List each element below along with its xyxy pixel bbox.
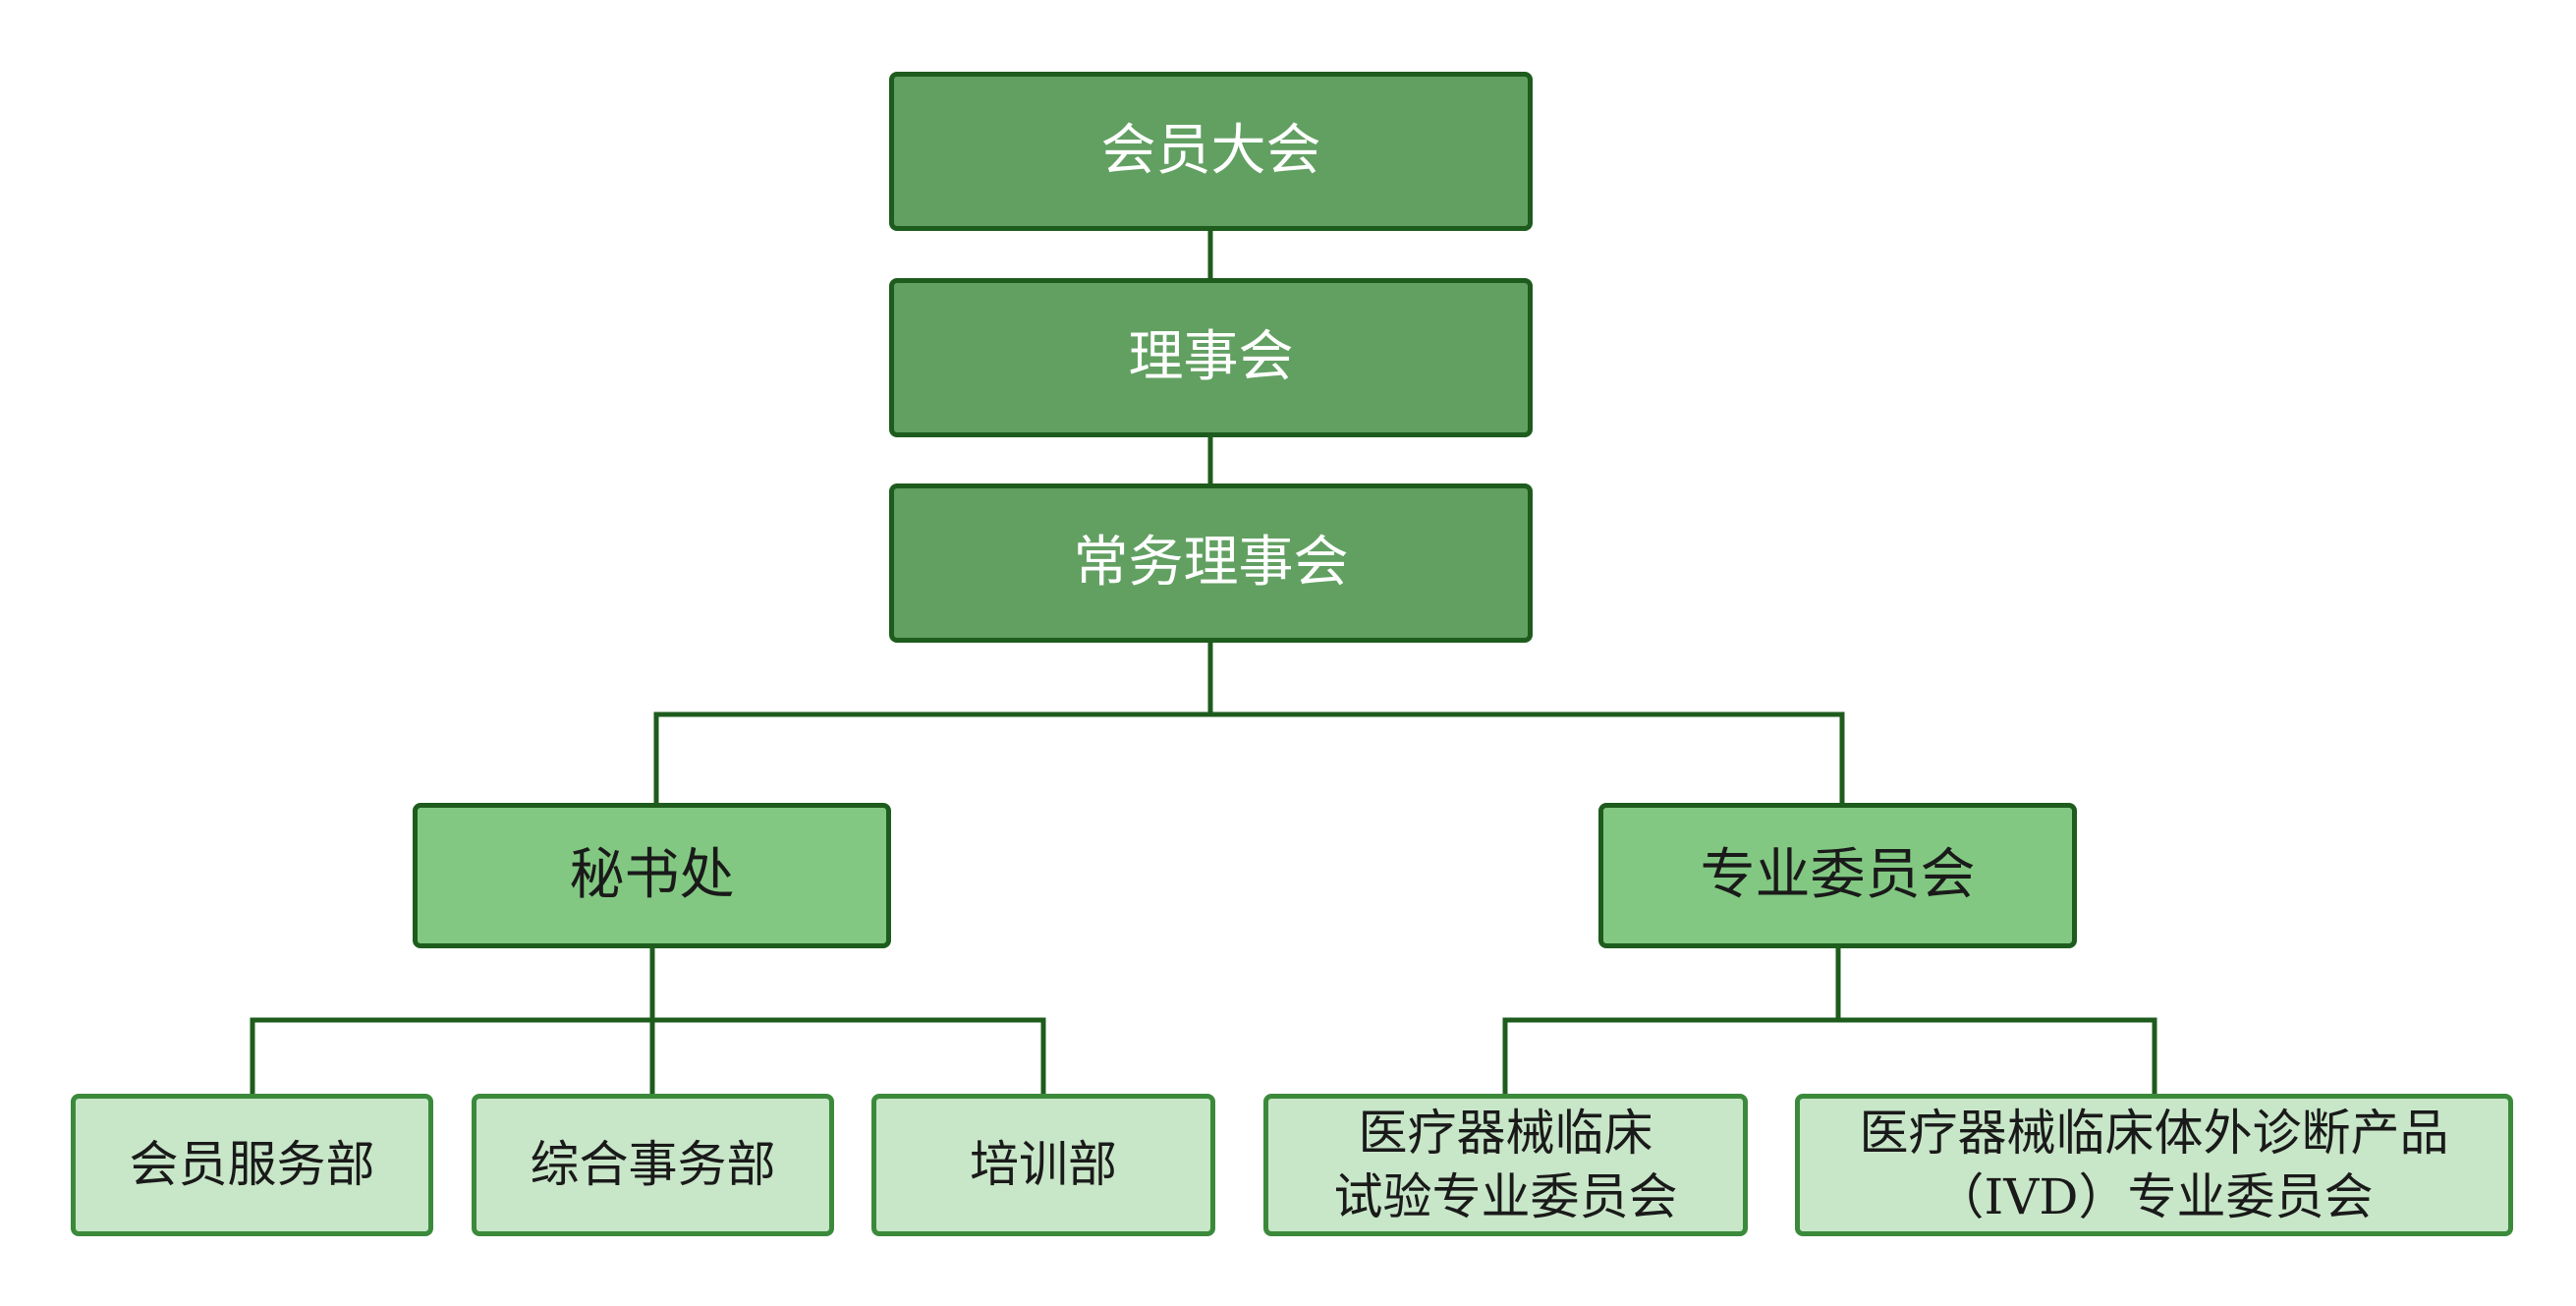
node-label: 专业委员会: [1700, 842, 1976, 907]
node-label: 会员大会: [1100, 118, 1321, 183]
node-secretariat: 秘书处: [413, 803, 891, 948]
node-council: 理事会: [889, 278, 1533, 437]
node-member-assembly: 会员大会: [889, 72, 1533, 231]
node-label: 秘书处: [569, 842, 735, 907]
node-clinical-trial-committee: 医疗器械临床 试验专业委员会: [1263, 1094, 1748, 1236]
node-label: 医疗器械临床 试验专业委员会: [1333, 1104, 1678, 1225]
node-professional-committees: 专业委员会: [1598, 803, 2077, 948]
node-general-affairs-dept: 综合事务部: [472, 1094, 834, 1236]
node-label: 医疗器械临床体外诊断产品 （IVD）专业委员会: [1859, 1104, 2449, 1225]
node-label: 综合事务部: [530, 1136, 776, 1193]
node-ivd-committee: 医疗器械临床体外诊断产品 （IVD）专业委员会: [1795, 1094, 2513, 1236]
node-training-dept: 培训部: [871, 1094, 1215, 1236]
node-standing-council: 常务理事会: [889, 483, 1533, 643]
node-label: 会员服务部: [129, 1136, 375, 1193]
node-member-services-dept: 会员服务部: [71, 1094, 433, 1236]
node-label: 培训部: [970, 1136, 1117, 1193]
node-label: 理事会: [1128, 324, 1294, 389]
node-label: 常务理事会: [1073, 530, 1349, 595]
